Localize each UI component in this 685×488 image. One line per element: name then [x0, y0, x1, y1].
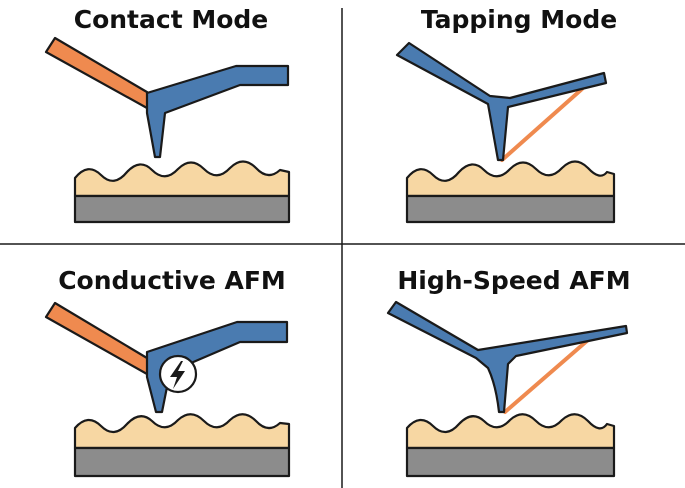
panel-high-speed-afm: High-Speed AFM — [386, 266, 631, 478]
substrate — [73, 446, 291, 478]
sample-surface — [405, 160, 616, 198]
sample-surface — [73, 160, 291, 198]
lightning-bolt-icon — [158, 354, 198, 394]
cantilever — [145, 320, 289, 414]
panel-conductive-afm: Conductive AFM — [44, 266, 291, 478]
laser-beam — [503, 338, 590, 414]
laser-arm — [44, 301, 154, 376]
panel-title-high-speed-afm: High-Speed AFM — [397, 266, 630, 295]
panel-title-tapping-mode: Tapping Mode — [421, 5, 617, 34]
substrate — [405, 446, 616, 478]
laser-beam — [500, 87, 584, 162]
substrate — [73, 194, 291, 224]
panel-tapping-mode: Tapping Mode — [395, 5, 617, 224]
panel-contact-mode: Contact Mode — [44, 5, 291, 224]
cantilever — [386, 300, 629, 414]
cantilever — [145, 64, 290, 159]
laser-arm — [44, 36, 154, 110]
sample-surface — [405, 413, 616, 450]
cantilever — [395, 41, 608, 162]
panel-title-contact-mode: Contact Mode — [74, 5, 269, 34]
panel-title-conductive-afm: Conductive AFM — [58, 266, 286, 295]
sample-surface — [73, 413, 291, 450]
substrate — [405, 194, 616, 224]
